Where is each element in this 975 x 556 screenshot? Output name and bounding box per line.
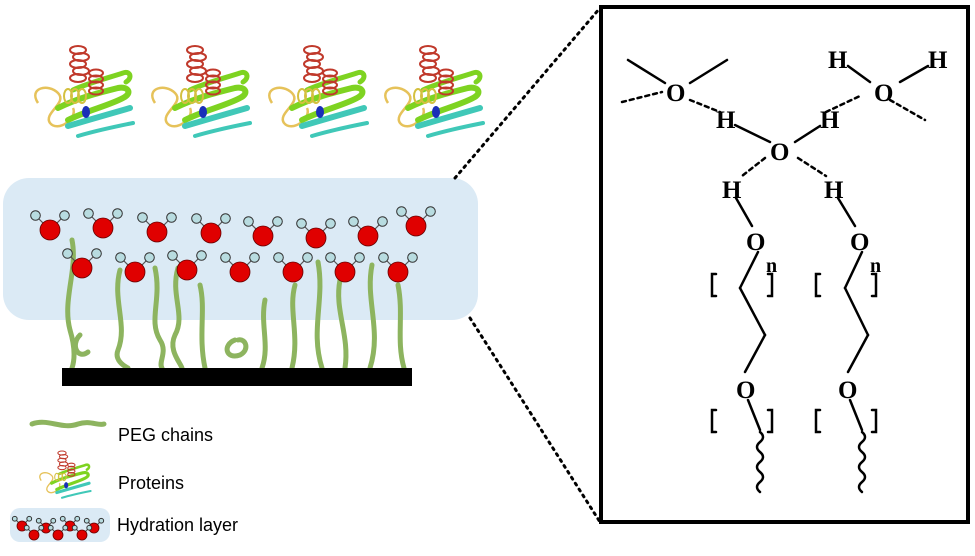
legend: PEG chains Proteins Hydration layer <box>10 419 238 542</box>
water-molecule-icon <box>325 252 365 283</box>
protein-icon <box>34 45 135 138</box>
atom-h: H <box>928 47 948 74</box>
peg-chain <box>314 259 325 371</box>
legend-proteins-label: Proteins <box>118 473 184 493</box>
zoom-line-top <box>453 6 602 180</box>
water-molecule-icon <box>62 248 102 279</box>
wavy-bond-icon <box>857 430 867 494</box>
water-molecule-icon <box>71 524 93 541</box>
zoom-line-bottom <box>468 316 602 524</box>
protein-icon <box>151 45 252 138</box>
atom-h: H <box>722 177 742 204</box>
atom-o: O <box>736 377 755 404</box>
water-molecule-icon <box>35 517 57 534</box>
atom-o: O <box>874 80 893 107</box>
peg-chain <box>395 282 407 371</box>
water-molecule-icon <box>220 252 260 283</box>
atom-h: H <box>820 107 840 134</box>
atom-o: O <box>770 139 789 166</box>
protein-icon <box>268 45 369 138</box>
water-molecule-icon <box>115 252 155 283</box>
peg-chains <box>65 237 407 371</box>
repeat-subscript: n <box>870 255 881 277</box>
peg-chain <box>224 337 249 359</box>
legend-hydration-layer-label: Hydration layer <box>117 515 238 535</box>
atom-o: O <box>746 229 765 256</box>
water-molecule-icon <box>23 524 45 541</box>
legend-peg-chain-icon <box>29 419 107 429</box>
water-molecule-icon <box>378 252 418 283</box>
protein-row <box>34 45 485 138</box>
water-molecule-icon <box>137 212 177 243</box>
peg-chain <box>336 277 349 371</box>
wavy-bond-icon <box>755 430 765 494</box>
peg-chain <box>289 282 298 371</box>
atom-labels: O H H O H H O H H O O O O n n <box>666 47 948 404</box>
water-molecule-icon <box>167 250 207 281</box>
protein-icon <box>384 45 485 138</box>
water-molecule-icon <box>243 216 283 247</box>
atom-o: O <box>666 80 685 107</box>
atom-o: O <box>838 377 857 404</box>
water-molecule-icon <box>296 218 336 249</box>
water-molecule-icon <box>273 252 313 283</box>
legend-peg-chains-label: PEG chains <box>118 425 213 445</box>
water-molecule-icon <box>191 213 231 244</box>
water-molecule-icon <box>30 210 70 241</box>
atom-h: H <box>824 177 844 204</box>
atom-h: H <box>828 47 848 74</box>
peg-chain <box>197 282 208 371</box>
protein-icon <box>39 450 92 499</box>
peg-chain <box>259 297 268 371</box>
repeat-subscript: n <box>766 255 777 277</box>
protein-icon <box>39 450 92 499</box>
substrate-bar <box>62 368 412 386</box>
water-molecule-icon <box>47 524 69 541</box>
peg-chain <box>367 262 377 371</box>
chemical-structure <box>620 58 930 494</box>
peg-chain <box>73 332 91 357</box>
atom-h: H <box>716 107 736 134</box>
water-molecule-icon <box>348 216 388 247</box>
legend-water-molecules <box>11 515 105 541</box>
peg-chain <box>114 267 131 371</box>
water-molecule-icon <box>83 517 105 534</box>
atom-o: O <box>850 229 869 256</box>
water-molecules <box>30 206 436 283</box>
chemical-structure-panel <box>599 5 970 524</box>
water-molecule-icon <box>396 206 436 237</box>
peg-chain <box>152 265 166 371</box>
peg-chain <box>170 265 185 371</box>
water-molecule-icon <box>83 208 123 239</box>
